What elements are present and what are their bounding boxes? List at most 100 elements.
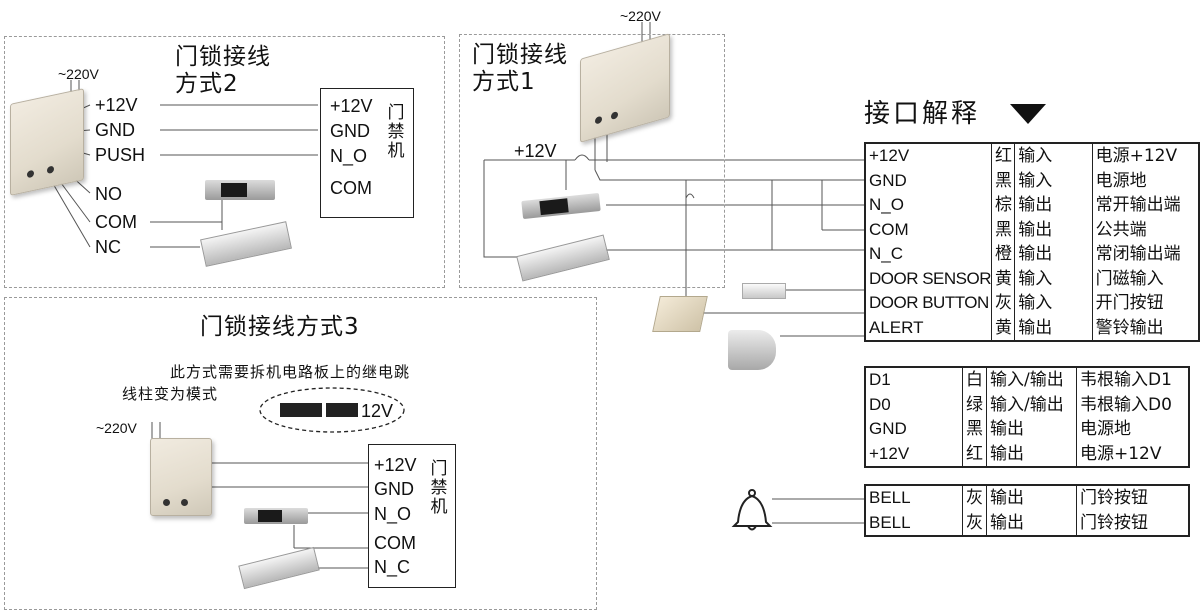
interface-description: 门铃按钮 xyxy=(1076,485,1190,511)
door-sensor xyxy=(742,283,786,299)
mode3-ctrl-nc: N_C xyxy=(374,557,411,577)
interface-wire-color: 灰 xyxy=(991,291,1016,316)
mode1-title-line2: 方式1 xyxy=(472,69,536,95)
jumper-block-2 xyxy=(326,403,358,417)
interface-direction: 输入 xyxy=(1014,168,1093,193)
bell-icon xyxy=(731,489,773,531)
mode3-power-supply xyxy=(150,438,212,516)
mode2-voltage: ~220V xyxy=(58,66,99,82)
mode2-lock-nc: NC xyxy=(95,237,121,257)
mode2-ctrl-label: 门禁机 xyxy=(387,103,405,161)
mode1-title: 门锁接线 方式1 xyxy=(472,42,568,96)
mode1-panel xyxy=(459,34,725,288)
mode2-panel xyxy=(4,36,445,288)
interface-description: 电源+12V xyxy=(1076,441,1190,467)
interface-direction: 输出 xyxy=(986,510,1077,536)
interface-direction: 输入 xyxy=(1014,143,1093,169)
mode2-lock-com: COM xyxy=(95,212,137,232)
mode3-voltage: ~220V xyxy=(96,420,137,436)
mode2-psu-gnd: GND xyxy=(95,120,135,140)
interface-description: 电源地 xyxy=(1091,168,1200,193)
interface-description: 电源+12V xyxy=(1091,143,1200,169)
interface-direction: 输入 xyxy=(1014,266,1093,291)
interface-direction: 输出 xyxy=(986,417,1077,442)
mode3-ctrl-gnd: GND xyxy=(374,479,414,499)
interface-direction: 输出 xyxy=(986,441,1077,467)
interface-direction: 输出 xyxy=(1014,193,1093,218)
interface-wire-color: 黑 xyxy=(962,417,987,442)
mode2-psu-12v: +12V xyxy=(95,95,138,115)
interface-description: 门磁输入 xyxy=(1091,266,1200,291)
mode3-note-line2: 线柱变为模式 xyxy=(122,385,219,403)
interface-port-name: +12V xyxy=(864,143,993,169)
mode2-power-supply xyxy=(10,88,84,196)
mode3-ctrl-label: 门禁机 xyxy=(430,459,448,517)
interface-wire-color: 灰 xyxy=(962,510,987,536)
interface-wire-color: 灰 xyxy=(962,485,987,511)
mode2-ctrl-12v: +12V xyxy=(330,96,373,116)
interface-port-name: COM xyxy=(864,217,993,242)
interface-wire-color: 红 xyxy=(991,143,1016,169)
interface-description: 常开输出端 xyxy=(1091,193,1200,218)
mode2-title-line2: 方式2 xyxy=(175,71,239,97)
interface-title: 接口解释 xyxy=(864,99,981,129)
interface-port-name: ALERT xyxy=(864,315,993,341)
interface-port-name: +12V xyxy=(864,441,963,467)
mode3-ctrl-com: COM xyxy=(374,533,416,553)
interface-port-name: DOOR SENSOR xyxy=(864,266,993,291)
interface-port-name: D1 xyxy=(864,367,963,393)
mode1-wire-label: +12V xyxy=(514,141,557,161)
interface-wire-color: 红 xyxy=(962,441,987,467)
alarm-siren xyxy=(728,330,776,370)
jumper-ellipse xyxy=(259,387,405,433)
mode2-title-line1: 门锁接线 xyxy=(175,44,271,70)
mode2-ctrl-gnd: GND xyxy=(330,121,370,141)
mode3-title: 门锁接线方式3 xyxy=(200,314,360,340)
interface-port-name: GND xyxy=(864,168,993,193)
interface-direction: 输入 xyxy=(1014,291,1093,316)
interface-description: 门铃按钮 xyxy=(1076,510,1190,536)
mode3-note-line1: 此方式需要拆机电路板上的继电跳 xyxy=(170,363,411,381)
triangle-down-icon xyxy=(1010,104,1046,124)
mode2-lock-no: NO xyxy=(95,184,122,204)
interface-wire-color: 棕 xyxy=(991,193,1016,218)
interface-direction: 输出 xyxy=(986,485,1077,511)
interface-port-name: BELL xyxy=(864,510,963,536)
interface-wire-color: 橙 xyxy=(991,242,1016,267)
interface-port-name: BELL xyxy=(864,485,963,511)
jumper-block-1 xyxy=(280,403,322,417)
interface-wire-color: 黄 xyxy=(991,266,1016,291)
mode3-ctrl-no: N_O xyxy=(374,504,412,524)
mode2-electric-strike xyxy=(205,180,275,200)
interface-port-name: GND xyxy=(864,417,963,442)
mode2-ctrl-no: N_O xyxy=(330,146,368,166)
mode3-ctrl-12v: +12V xyxy=(374,455,417,475)
mode2-psu-push: PUSH xyxy=(95,145,146,165)
mode3-controller-box xyxy=(368,444,456,588)
interface-wire-color: 黄 xyxy=(991,315,1016,341)
mode2-controller-box xyxy=(320,88,414,218)
door-button xyxy=(652,296,708,332)
mode3-panel xyxy=(4,297,597,610)
interface-direction: 输入/输出 xyxy=(986,367,1077,393)
interface-direction: 输出 xyxy=(1014,242,1093,267)
interface-description: 电源地 xyxy=(1076,417,1190,442)
interface-description: 韦根输入D0 xyxy=(1076,392,1190,417)
interface-direction: 输入/输出 xyxy=(986,392,1077,417)
interface-direction: 输出 xyxy=(1014,315,1093,341)
mode1-title-line1: 门锁接线 xyxy=(472,42,568,68)
